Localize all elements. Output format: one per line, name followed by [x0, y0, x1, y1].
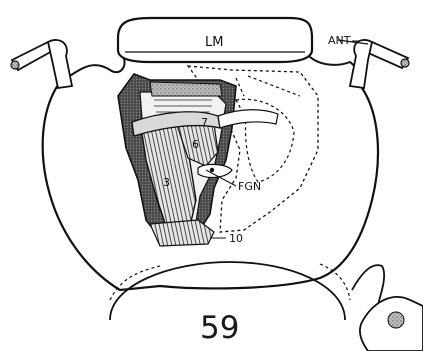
maxillary-palp-right — [352, 265, 423, 351]
label-lm: LM — [205, 35, 223, 50]
antenna-right — [338, 40, 409, 88]
upper-plate-shading — [150, 82, 222, 96]
antenna-left — [11, 40, 72, 88]
label-fgn: FGN — [238, 180, 261, 193]
label-muscle-10: 10 — [229, 232, 243, 245]
label-muscle-7: 7 — [201, 116, 208, 129]
label-muscle-6: 6 — [192, 138, 199, 151]
label-muscle-3: 3 — [163, 176, 170, 189]
label-ant: ANT — [328, 34, 351, 47]
dashed-frontal-ridge — [236, 76, 300, 96]
figure-number: 59 — [200, 310, 239, 346]
dashed-lower-outline — [110, 266, 160, 300]
